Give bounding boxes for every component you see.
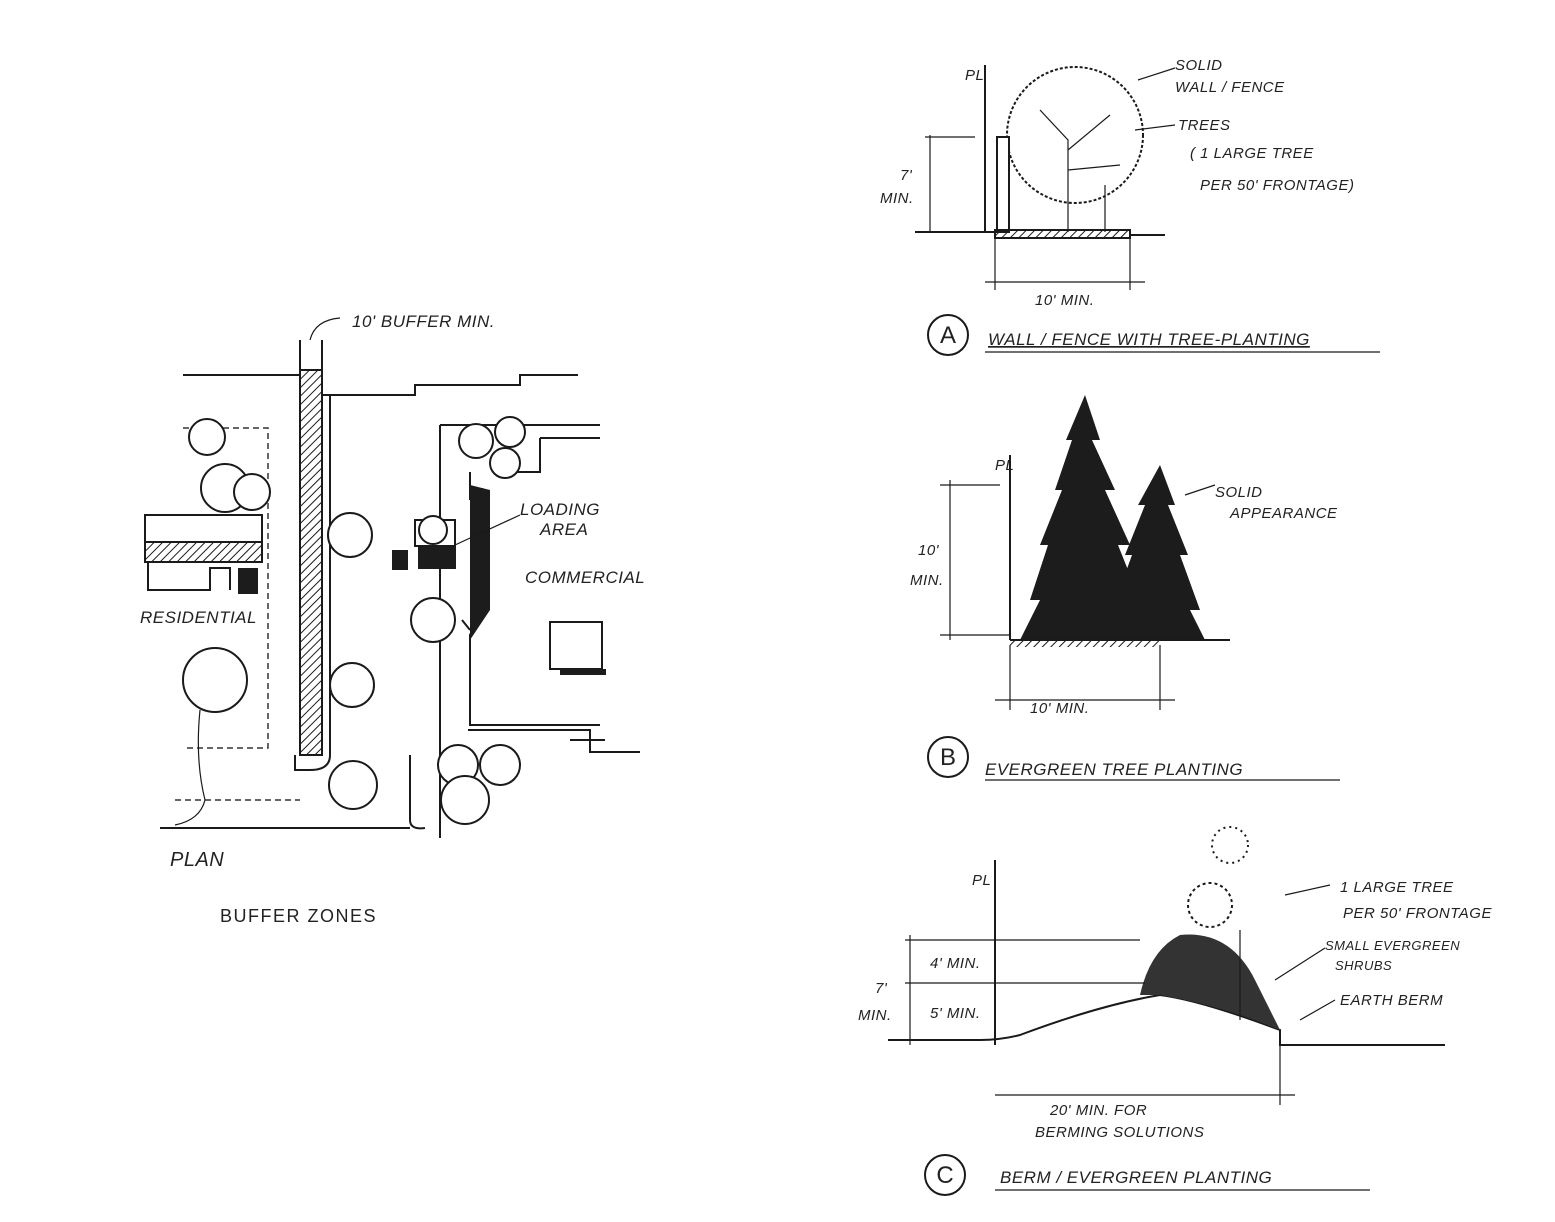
tree-label-2: PER 50' FRONTAGE [1343,905,1492,922]
buffer-leader [309,317,341,341]
shrubs-label-1: SMALL EVERGREEN [1325,938,1460,953]
section-b-title: EVERGREEN TREE PLANTING [985,760,1243,779]
section-a-badge [927,314,969,356]
total-height-label-2: MIN. [858,1007,892,1024]
property-line [183,340,578,396]
buffer-trees [327,512,378,810]
tree-canopy [1006,66,1144,204]
evergreen-tree-small [1105,465,1205,640]
section-b-letter: B [940,744,956,771]
commercial-building [549,621,603,670]
earth-berm-label: EARTH BERM [1340,992,1443,1009]
residential-trees [174,418,271,826]
wall-label-1: SOLID [1175,57,1223,74]
commercial-label: COMMERCIAL [525,568,645,587]
buffer-min-label: 10' BUFFER MIN. [352,312,495,331]
buffer-strip [299,369,323,756]
wall [996,136,1010,233]
width-label: 10' MIN. [1035,292,1094,309]
wall-label-2: WALL / FENCE [1175,79,1285,96]
section-b-evergreen: PL SOLID APPEARANCE 10' MIN. 10' MIN. B … [910,395,1340,781]
trees-label-1: TREES [1178,117,1231,134]
residential-house [144,514,263,594]
shrub-mass [1140,826,1280,1030]
property-line-label: PL [972,872,991,889]
lower-height-label: 5' MIN. [930,1005,981,1022]
section-c-berm: PL 1 LARGE TREE PER 50' FRONTAGE SMALL E… [858,826,1492,1196]
width-label: 10' MIN. [1030,700,1089,717]
section-c-badge [924,1154,966,1196]
evergreen-tree-large [1020,395,1145,640]
commercial-site [392,416,640,838]
berm-profile [888,993,1445,1046]
section-c-letter: C [936,1162,953,1189]
upper-height-label: 4' MIN. [930,955,981,972]
height-label-1: 7' [900,167,913,184]
property-line-label: PL [995,457,1014,474]
width-label-1: 20' MIN. FOR [1049,1102,1147,1119]
loading-area-label-2: AREA [539,520,588,539]
trees-label-3: PER 50' FRONTAGE) [1200,177,1354,194]
property-line-label: PL [965,67,984,84]
height-label-2: MIN. [910,572,944,589]
residential-label: RESIDENTIAL [140,608,257,627]
appearance-label-2: APPEARANCE [1229,505,1338,522]
section-b-badge [927,736,969,778]
height-label-2: MIN. [880,190,914,207]
plan-label: PLAN [170,849,224,871]
height-label-1: 10' [918,542,940,559]
width-label-2: BERMING SOLUTIONS [1035,1124,1204,1141]
shrubs-label-2: SHRUBS [1335,958,1392,973]
section-a-letter: A [940,322,956,349]
appearance-label-1: SOLID [1215,484,1263,501]
section-a-title: WALL / FENCE WITH TREE-PLANTING [988,330,1310,349]
trees-label-2: ( 1 LARGE TREE [1190,145,1314,162]
site-plan: 10' BUFFER MIN. LOADING AREA COMMERCIAL … [140,312,645,926]
tree-label-1: 1 LARGE TREE [1340,879,1454,896]
section-a-wall-fence: PL SOLID WALL / FENCE TREES ( 1 LARGE TR… [880,57,1380,356]
loading-area-label-1: LOADING [520,500,600,519]
total-height-label-1: 7' [875,980,888,997]
section-c-title: BERM / EVERGREEN PLANTING [1000,1168,1272,1187]
plan-caption: BUFFER ZONES [220,906,377,926]
